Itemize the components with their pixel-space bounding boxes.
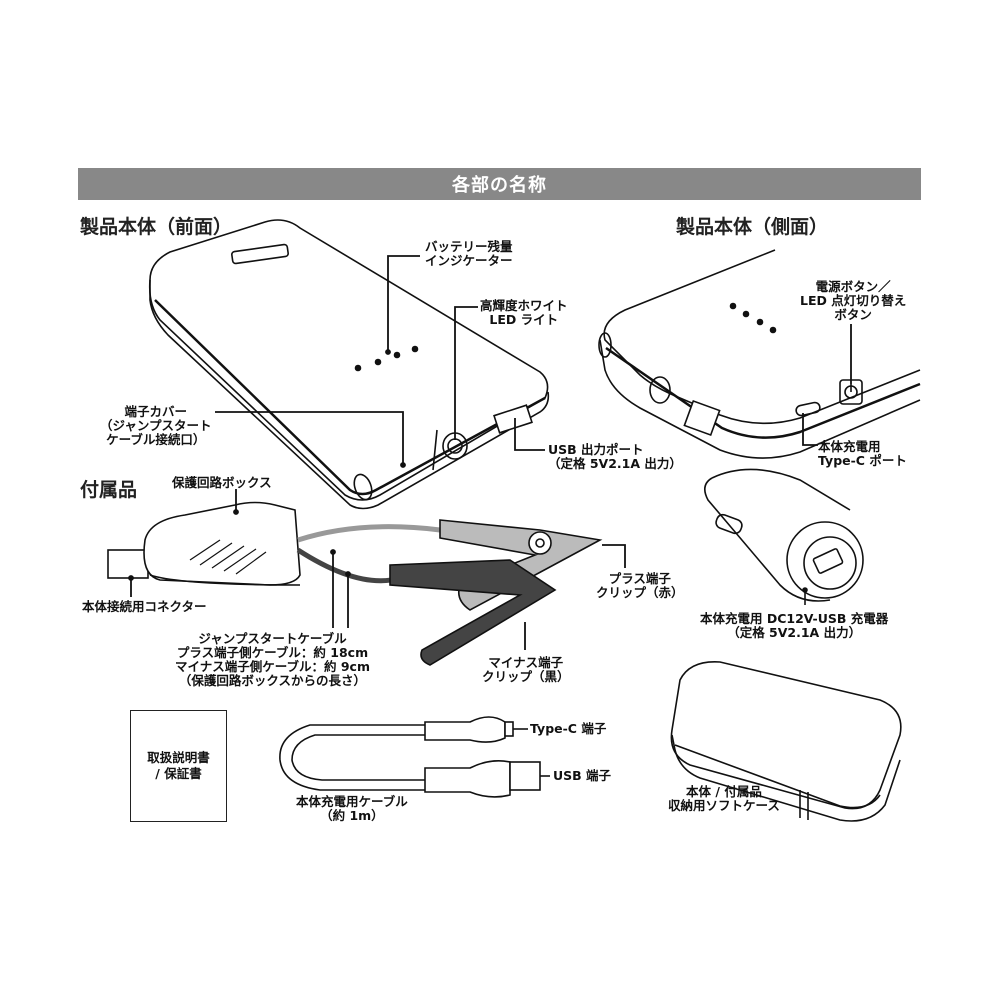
battery-indicator-label: バッテリー残量インジケーター — [425, 239, 513, 268]
terminal-cover-label: 端子カバー（ジャンプスタートケーブル接続口） — [100, 404, 212, 447]
usb-end-label: USB 端子 — [553, 768, 612, 783]
jump-cable-illustration — [107, 501, 603, 666]
charge-cable-illustration — [279, 716, 550, 798]
power-bank-side-illustration — [598, 249, 921, 459]
car-charger-illustration — [704, 468, 864, 605]
manual-warranty-document: 取扱説明書/ 保証書 — [130, 710, 227, 822]
protection-box-label: 保護回路ボックス — [172, 475, 272, 490]
car-charger-label: 本体充電用 DC12V-USB 充電器（定格 5V2.1A 出力） — [700, 611, 889, 640]
typec-end-label: Type-C 端子 — [530, 721, 607, 736]
side-view-title: 製品本体（側面） — [676, 216, 829, 238]
power-bank-front-illustration — [148, 219, 550, 510]
usb-output-label: USB 出力ポート（定格 5V2.1A 出力） — [548, 442, 682, 471]
soft-case-illustration — [670, 661, 902, 822]
connector-label: 本体接続用コネクター — [82, 599, 207, 614]
section-banner: 各部の名称 — [78, 168, 921, 200]
charge-cable-label: 本体充電用ケーブル（約 1m） — [296, 794, 408, 823]
minus-clip-label: マイナス端子クリップ（黒） — [482, 655, 570, 684]
plus-clip-label: プラス端子クリップ（赤） — [596, 571, 684, 600]
power-button-label: 電源ボタン／LED 点灯切り替えボタン — [800, 279, 907, 322]
front-view-title: 製品本体（前面） — [80, 216, 233, 238]
accessories-title: 付属品 — [80, 479, 138, 501]
soft-case-label: 本体 / 付属品収納用ソフトケース — [668, 784, 780, 813]
